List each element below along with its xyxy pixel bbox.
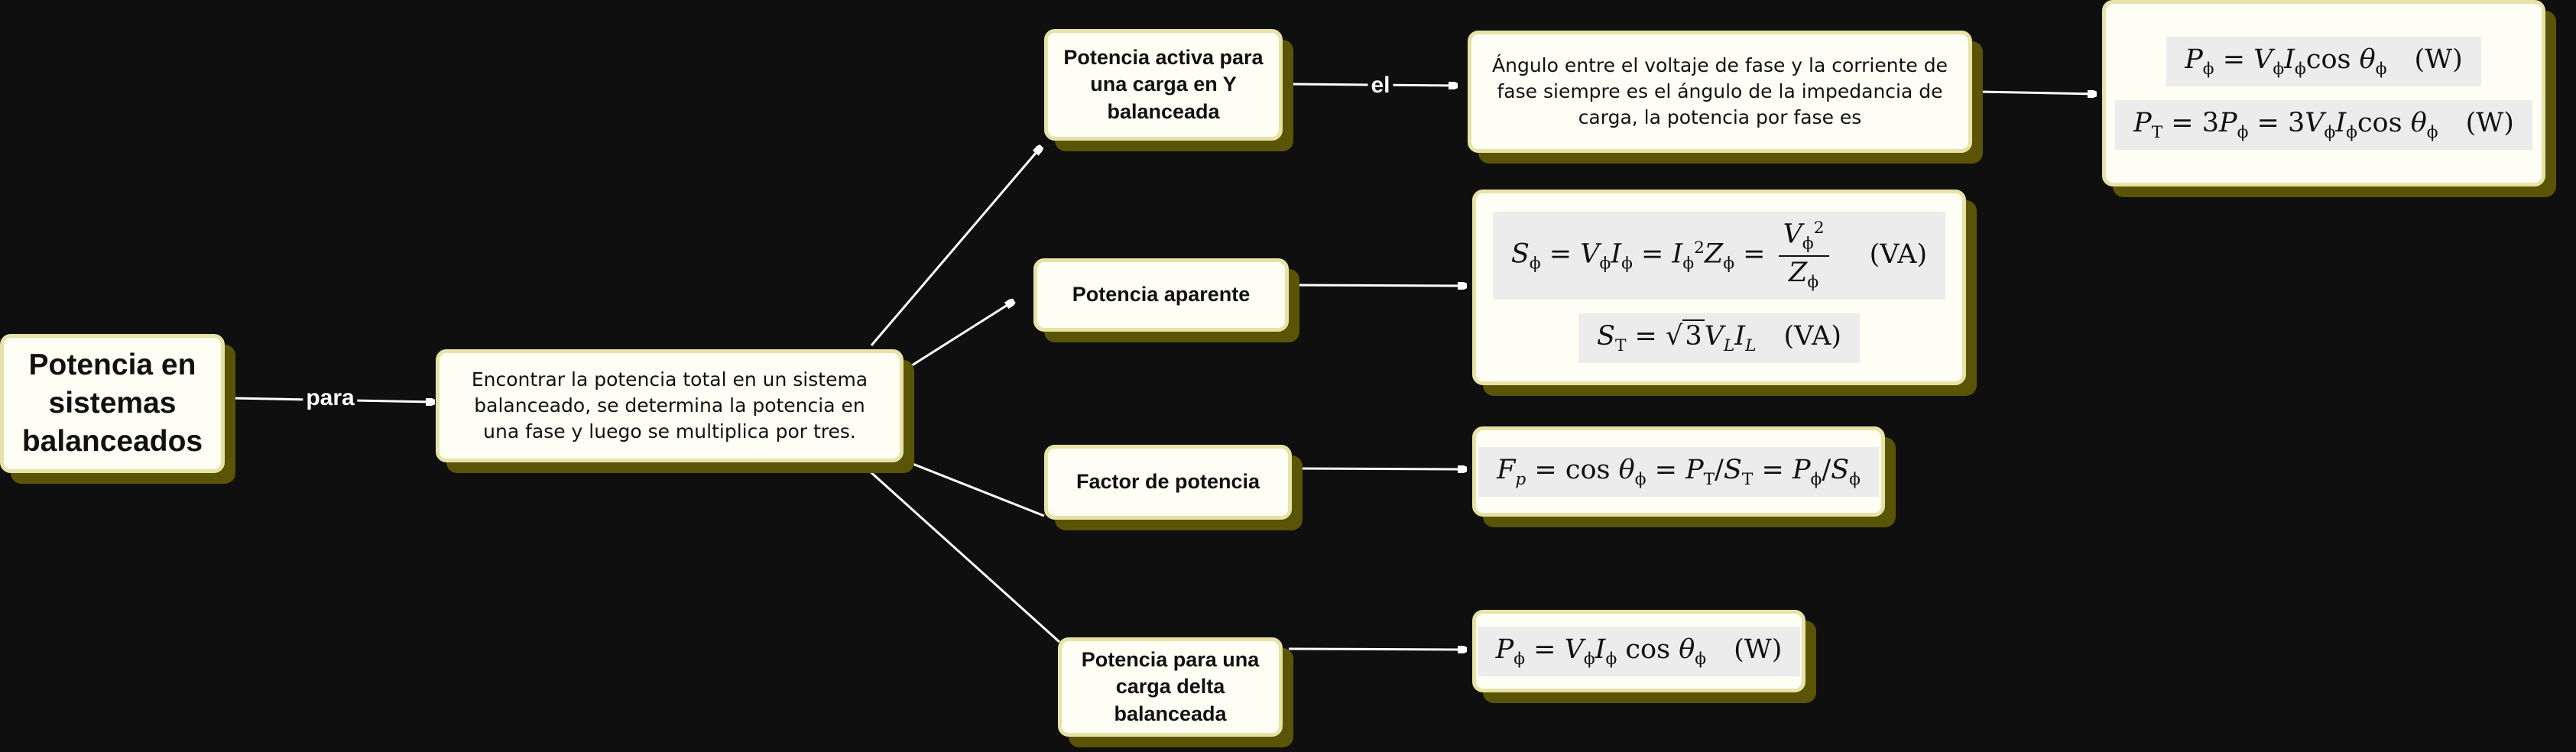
formula-active-per-phase: Pϕ = VϕIϕcos θϕ(W) [2166, 37, 2481, 86]
root-node-label: Potencia en sistemas balanceados [21, 348, 203, 458]
link-center-to-factor [904, 459, 1045, 517]
link-center-to-active [870, 147, 1041, 346]
node-angle-description-label: Ángulo entre el voltaje de fase y la cor… [1492, 54, 1948, 128]
formula-delta-power: Pϕ = VϕIϕ cos θϕ(W) [1472, 610, 1805, 692]
node-active-power: Potencia activa para una carga en Y bala… [1044, 29, 1283, 141]
node-angle-description: Ángulo entre el voltaje de fase y la cor… [1468, 31, 1972, 153]
link-apparent-to-formula [1293, 285, 1466, 286]
connector-label-para: para [303, 385, 358, 411]
node-delta-power-label: Potencia para una carga delta balanceada [1081, 648, 1260, 725]
formula-delta-power-eq: Pϕ = VϕIϕ cos θϕ(W) [1477, 626, 1801, 676]
link-center-to-apparent [909, 301, 1014, 368]
link-center-to-delta [867, 468, 1061, 643]
node-active-power-label: Potencia activa para una carga en Y bala… [1063, 46, 1264, 123]
formula-active-total: PT = 3Pϕ = 3VϕIϕcos θϕ(W) [2115, 100, 2532, 150]
root-node: Potencia en sistemas balanceados [0, 334, 225, 473]
center-node: Encontrar la potencia total en un sistem… [436, 349, 904, 462]
formula-active-power: Pϕ = VϕIϕcos θϕ(W) PT = 3Pϕ = 3VϕIϕcos θ… [2102, 0, 2545, 186]
center-node-label: Encontrar la potencia total en un sistem… [471, 368, 868, 442]
link-delta-to-formula [1288, 649, 1466, 650]
link-angle-to-formula [1977, 92, 2096, 94]
node-delta-power: Potencia para una carga delta balanceada [1058, 637, 1283, 737]
node-apparent-power-label: Potencia aparente [1072, 283, 1251, 306]
formula-apparent-total: ST = √3VLIL(VA) [1578, 313, 1861, 363]
node-apparent-power: Potencia aparente [1033, 258, 1289, 332]
node-power-factor-label: Factor de potencia [1075, 470, 1260, 494]
formula-power-factor-eq: Fp = cos θϕ = PT/ST = Pϕ/Sϕ [1478, 446, 1879, 497]
node-power-factor: Factor de potencia [1044, 445, 1292, 520]
formula-power-factor: Fp = cos θϕ = PT/ST = Pϕ/Sϕ [1472, 426, 1885, 517]
link-factor-to-formula [1296, 468, 1466, 469]
connector-label-el: el [1367, 73, 1393, 99]
